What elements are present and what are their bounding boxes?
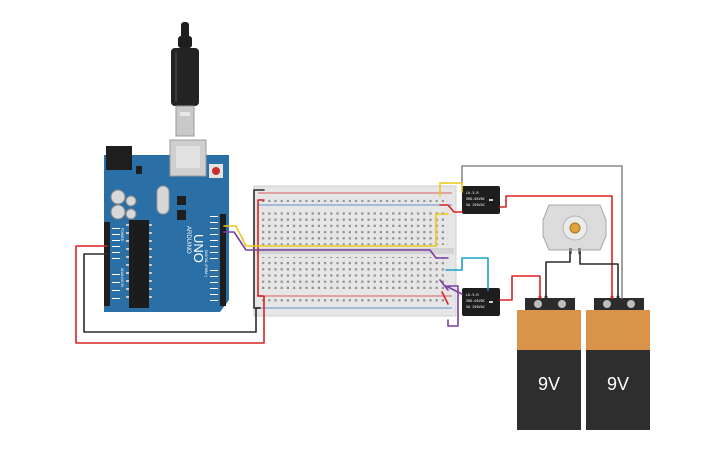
capacitor [110, 189, 126, 205]
analog-header-label: ANALOG IN [120, 268, 124, 288]
battery-icon[interactable]: 9V [517, 298, 581, 430]
wire-red-relay-bottom-out[interactable] [499, 275, 541, 301]
battery-2-body [586, 350, 650, 430]
dc-motor-icon[interactable] [542, 204, 607, 254]
wire-black-motor-1[interactable] [545, 251, 571, 297]
motor-shaft [569, 222, 581, 234]
wire-red-relay-top-in[interactable] [439, 204, 463, 213]
relay-top-line-2: SRD-05VDC [466, 197, 485, 201]
battery-1-label: 9V [538, 374, 560, 394]
battery-icon[interactable]: 9V [586, 298, 650, 430]
wire-purple-jumper[interactable] [439, 279, 449, 291]
battery-2-label: 9V [607, 374, 629, 394]
battery-2-cap [594, 298, 644, 310]
wire-purple-signal[interactable] [223, 231, 449, 259]
wire-yellow-signal[interactable] [223, 213, 449, 247]
dc-jack [106, 146, 132, 170]
wire-cyan[interactable] [445, 257, 489, 291]
breadboard-icon[interactable] [253, 185, 457, 317]
relay-bottom [462, 288, 500, 316]
crystal [156, 185, 170, 215]
wire-red-jumper[interactable] [441, 291, 449, 305]
wire-purple-relay-bottom[interactable] [447, 285, 459, 327]
relay-bottom-line-2: SRD-05VDC [466, 299, 485, 303]
wire-red-arduino-5v[interactable] [75, 245, 265, 344]
wire-yellow-relay-top[interactable] [439, 182, 463, 197]
relay-icon[interactable]: LU-5-R SRD-05VDC 5A 250VAC [462, 288, 500, 316]
relay-top-line-3: 5A 250VAC [466, 203, 485, 207]
power-header-label: POWER [120, 228, 124, 242]
digital-header-label: DIGITAL (PWM~) [204, 250, 208, 277]
arduino-uno-board[interactable]: ARDUINO UNO DIGITAL (PWM~) POWER ANALOG … [104, 139, 229, 312]
wire-black-motor-2[interactable] [579, 251, 619, 297]
wire-black-rail-link[interactable] [253, 189, 265, 309]
relay-top-line-1: LU-5-R [466, 191, 480, 195]
wire-gray-motor[interactable] [461, 165, 623, 299]
usb-plug-icon[interactable] [171, 22, 199, 137]
digital-header [220, 214, 226, 306]
relay-bottom-line-3: 5A 250VAC [466, 305, 485, 309]
battery-1-cap [525, 298, 575, 310]
wire-red-rail-link[interactable] [257, 199, 265, 297]
relay-bottom-line-1: LU-5-R [466, 293, 480, 297]
board-model-label: UNO [191, 234, 206, 263]
power-header [104, 222, 110, 306]
atmega-chip [129, 220, 149, 308]
wire-endpoints [538, 295, 620, 299]
relay-top [462, 186, 500, 214]
capacitor [110, 204, 126, 220]
battery-1-body [517, 350, 581, 430]
relay-icon[interactable]: LU-5-R SRD-05VDC 5A 250VAC [462, 186, 500, 214]
wire-purple-to-relay[interactable] [445, 285, 463, 295]
wire-red-relay-top-out[interactable] [499, 195, 613, 299]
battery-2-top [586, 310, 650, 352]
battery-1-top [517, 310, 581, 352]
board-brand-label: ARDUINO [185, 226, 191, 254]
